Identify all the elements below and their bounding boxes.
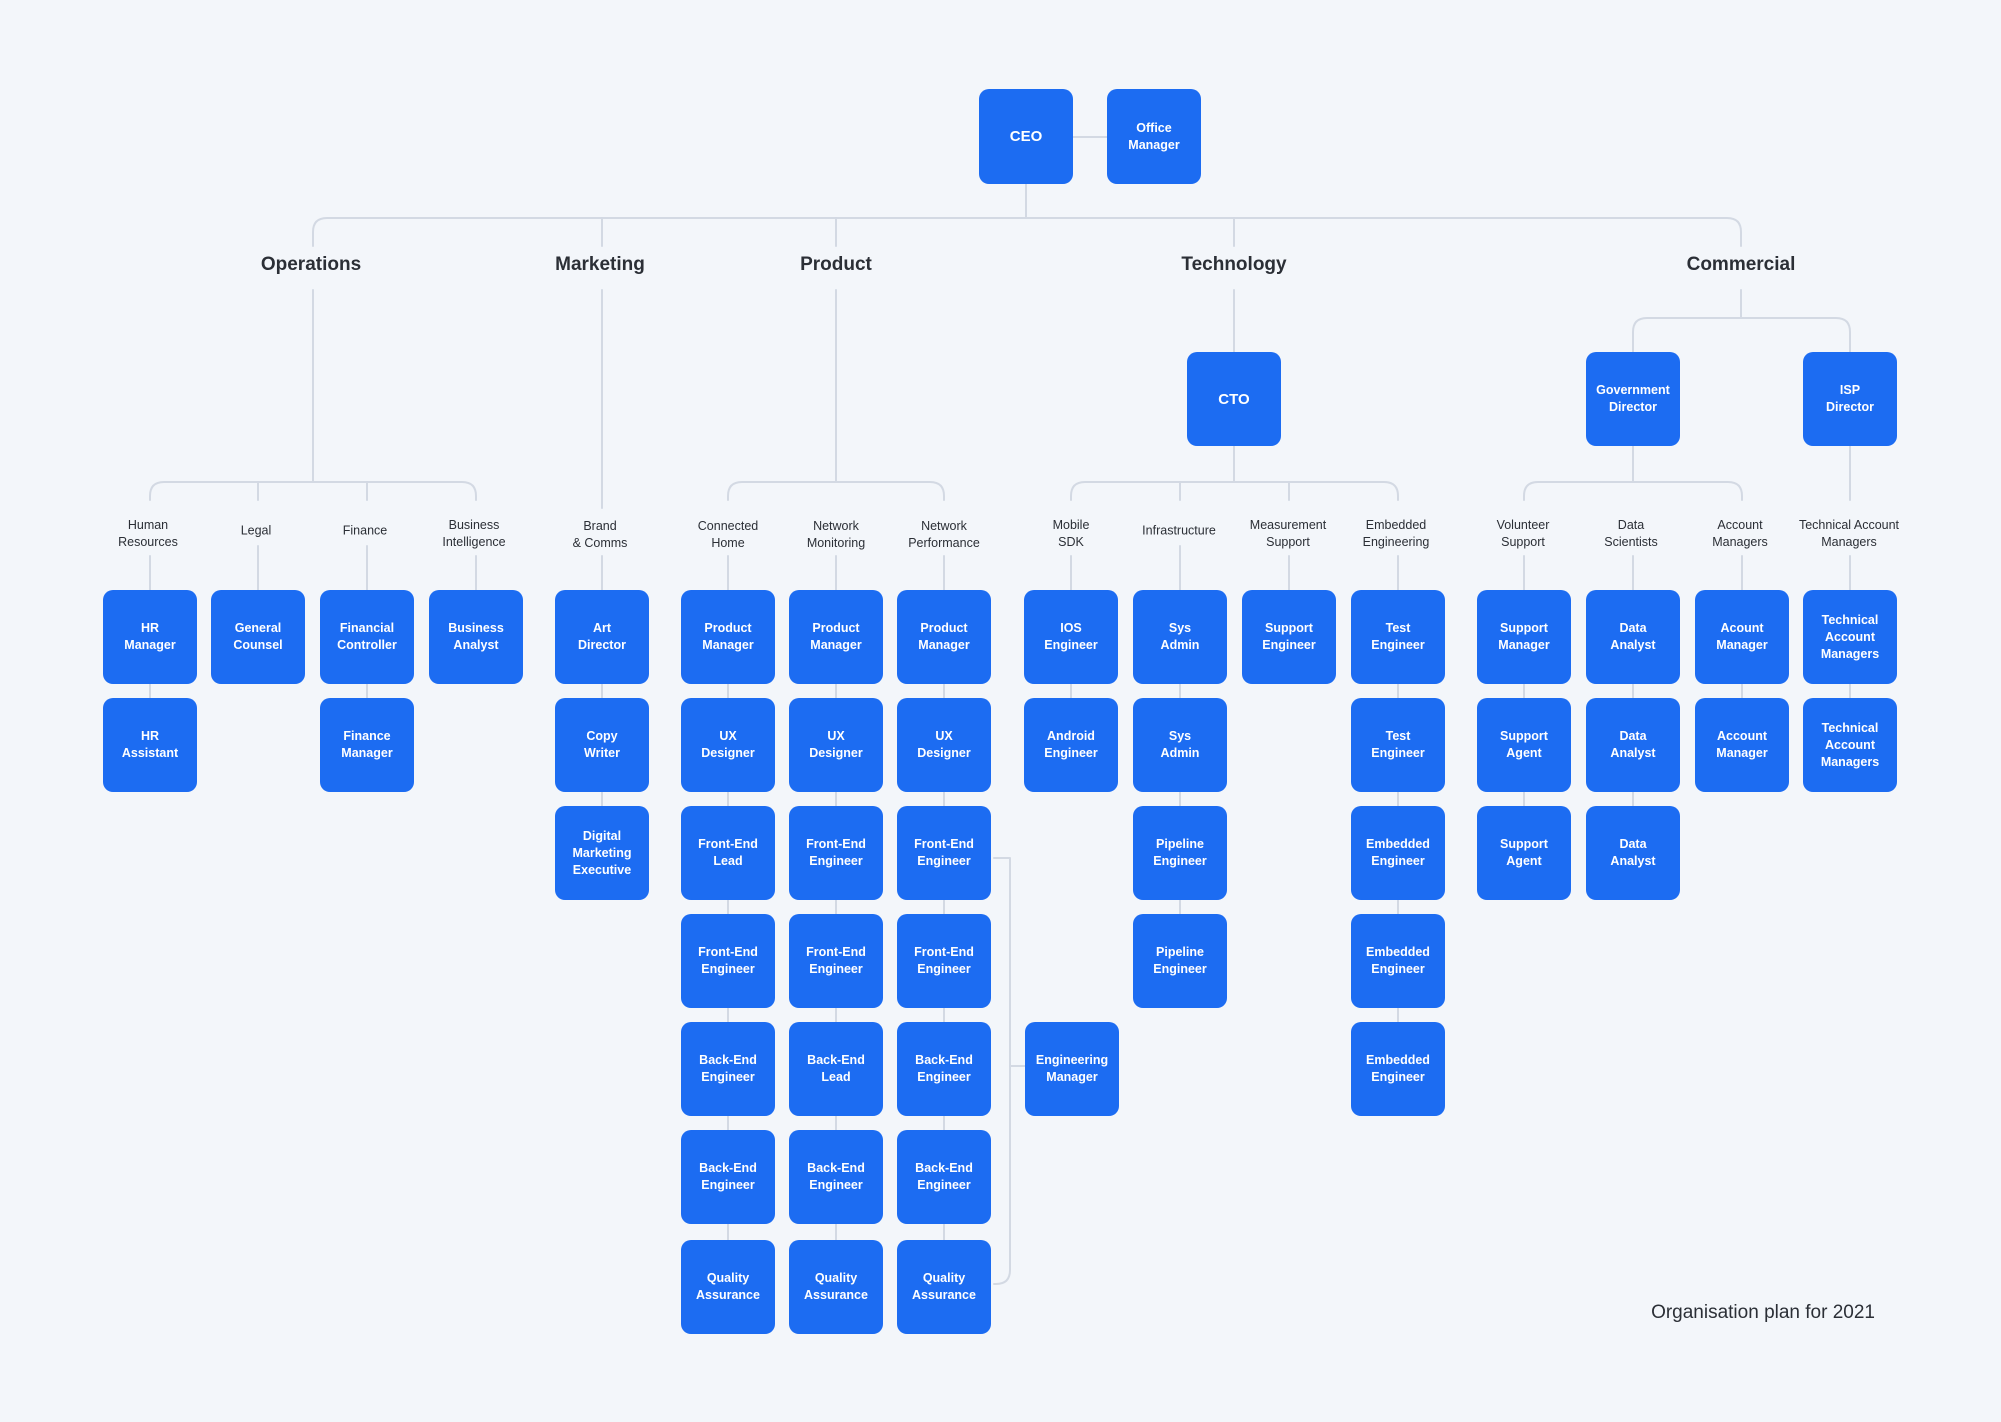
team-account-managers: Account Managers [1709,516,1771,552]
account-manager-box[interactable]: Acount Manager [1695,590,1789,684]
ch-backend-engineer-box[interactable]: Back-End Engineer [681,1022,775,1116]
footer-caption: Organisation plan for 2021 [1651,1302,1875,1323]
team-technical-account-managers: Technical Account Managers [1795,516,1903,552]
support-agent-box[interactable]: Support Agent [1477,698,1571,792]
team-mobile-sdk: Mobile SDK [1049,516,1093,552]
government-director-box[interactable]: Government Director [1586,352,1680,446]
business-analyst-box[interactable]: Business Analyst [429,590,523,684]
ch-quality-assurance-box[interactable]: Quality Assurance [681,1240,775,1334]
ch-ux-designer-box[interactable]: UX Designer [681,698,775,792]
team-finance: Finance [339,521,391,541]
team-embedded-engineering: Embedded Engineering [1359,516,1433,552]
nm-ux-designer-box[interactable]: UX Designer [789,698,883,792]
ios-engineer-box[interactable]: IOS Engineer [1024,590,1118,684]
embedded-engineer-box[interactable]: Embedded Engineer [1351,914,1445,1008]
test-engineer-box[interactable]: Test Engineer [1351,698,1445,792]
nm-frontend-engineer-box[interactable]: Front-End Engineer [789,914,883,1008]
dept-operations: Operations [254,254,368,276]
team-volunteer-support: Volunteer Support [1493,516,1553,552]
sys-admin-box[interactable]: Sys Admin [1133,590,1227,684]
np-ux-designer-box[interactable]: UX Designer [897,698,991,792]
np-frontend-engineer-box[interactable]: Front-End Engineer [897,806,991,900]
general-counsel-box[interactable]: General Counsel [211,590,305,684]
office-manager-box[interactable]: Office Manager [1107,89,1201,184]
financial-controller-box[interactable]: Financial Controller [320,590,414,684]
team-legal: Legal [237,521,275,541]
pipeline-engineer-box[interactable]: Pipeline Engineer [1133,914,1227,1008]
ceo-box[interactable]: CEO [979,89,1073,184]
nm-backend-engineer-box[interactable]: Back-End Engineer [789,1130,883,1224]
team-network-performance: Network Performance [905,517,983,553]
engineering-manager-box[interactable]: Engineering Manager [1025,1022,1119,1116]
technical-account-managers-box[interactable]: Technical Account Managers [1803,698,1897,792]
finance-manager-box[interactable]: Finance Manager [320,698,414,792]
android-engineer-box[interactable]: Android Engineer [1024,698,1118,792]
support-manager-box[interactable]: Support Manager [1477,590,1571,684]
nm-quality-assurance-box[interactable]: Quality Assurance [789,1240,883,1334]
support-agent-box[interactable]: Support Agent [1477,806,1571,900]
team-brand-comms: Brand & Comms [569,517,631,553]
np-backend-engineer-box[interactable]: Back-End Engineer [897,1022,991,1116]
isp-director-box[interactable]: ISP Director [1803,352,1897,446]
embedded-engineer-box[interactable]: Embedded Engineer [1351,1022,1445,1116]
team-infrastructure: Infrastructure [1139,521,1219,541]
np-backend-engineer-box[interactable]: Back-End Engineer [897,1130,991,1224]
art-director-box[interactable]: Art Director [555,590,649,684]
embedded-engineer-box[interactable]: Embedded Engineer [1351,806,1445,900]
pipeline-engineer-box[interactable]: Pipeline Engineer [1133,806,1227,900]
team-connected-home: Connected Home [694,517,762,553]
technical-account-managers-box[interactable]: Technical Account Managers [1803,590,1897,684]
ch-frontend-lead-box[interactable]: Front-End Lead [681,806,775,900]
data-analyst-box[interactable]: Data Analyst [1586,698,1680,792]
ch-product-manager-box[interactable]: Product Manager [681,590,775,684]
nm-backend-lead-box[interactable]: Back-End Lead [789,1022,883,1116]
team-measurement-support: Measurement Support [1246,516,1330,552]
dept-product: Product [794,254,878,276]
hr-manager-box[interactable]: HR Manager [103,590,197,684]
data-analyst-box[interactable]: Data Analyst [1586,806,1680,900]
test-engineer-box[interactable]: Test Engineer [1351,590,1445,684]
ch-frontend-engineer-box[interactable]: Front-End Engineer [681,914,775,1008]
np-product-manager-box[interactable]: Product Manager [897,590,991,684]
ch-backend-engineer-box[interactable]: Back-End Engineer [681,1130,775,1224]
dept-technology: Technology [1175,254,1293,276]
sys-admin-box[interactable]: Sys Admin [1133,698,1227,792]
team-network-monitoring: Network Monitoring [803,517,869,553]
account-manager-box[interactable]: Account Manager [1695,698,1789,792]
np-frontend-engineer-box[interactable]: Front-End Engineer [897,914,991,1008]
nm-frontend-engineer-box[interactable]: Front-End Engineer [789,806,883,900]
dept-commercial: Commercial [1680,254,1802,276]
data-analyst-box[interactable]: Data Analyst [1586,590,1680,684]
support-engineer-box[interactable]: Support Engineer [1242,590,1336,684]
copy-writer-box[interactable]: Copy Writer [555,698,649,792]
np-quality-assurance-box[interactable]: Quality Assurance [897,1240,991,1334]
team-business-intelligence: Business Intelligence [439,516,509,552]
team-human-resources: Human Resources [115,516,181,552]
nm-product-manager-box[interactable]: Product Manager [789,590,883,684]
team-data-scientists: Data Scientists [1601,516,1661,552]
cto-box[interactable]: CTO [1187,352,1281,446]
dept-marketing: Marketing [549,254,651,276]
digital-marketing-executive-box[interactable]: Digital Marketing Executive [555,806,649,900]
hr-assistant-box[interactable]: HR Assistant [103,698,197,792]
